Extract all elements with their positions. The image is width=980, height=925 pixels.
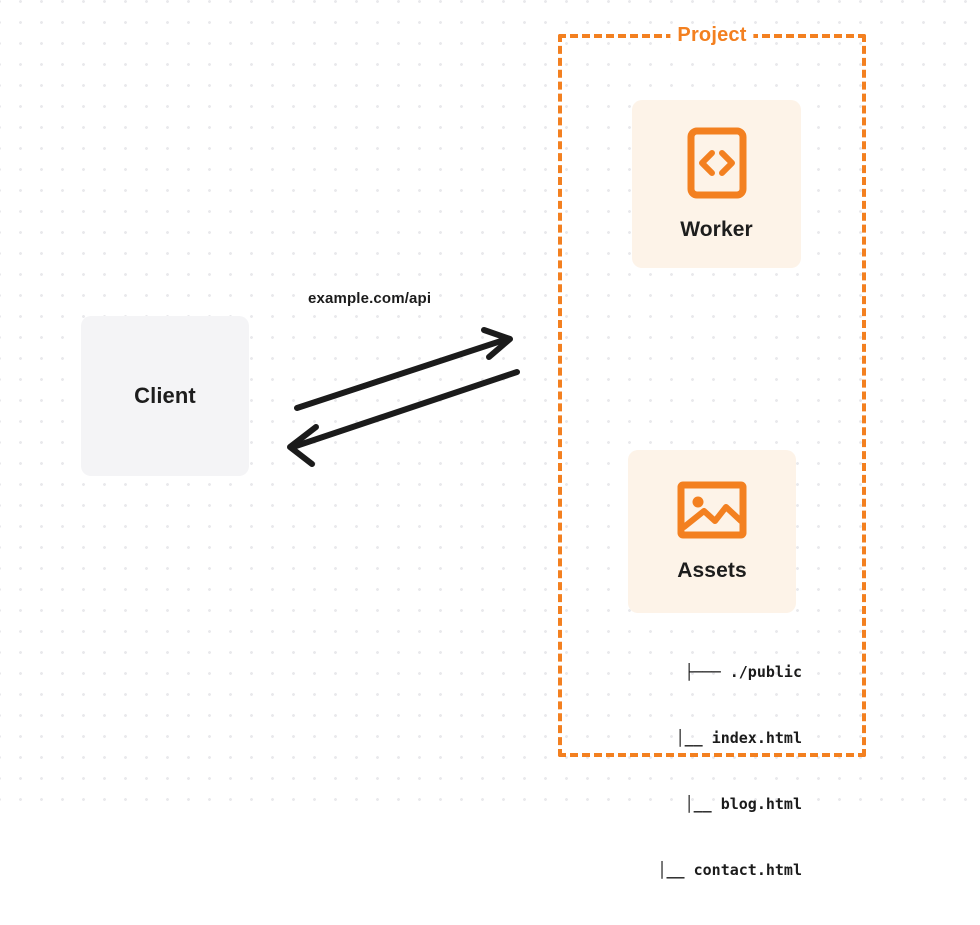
tree-node-name: contact.html [693,861,802,879]
tree-node-name: ./public [729,663,802,681]
tree-branch-glyph: │__ [657,861,685,879]
edge-label-url: example.com/api [308,290,432,307]
worker-label: Worker [680,217,753,241]
request-arrow [294,327,513,411]
file-tree-row-public: ├─── ./public [560,661,802,683]
file-tree-row-contact: │__ contact.html [560,859,803,881]
tree-node-name: index.html [711,729,802,747]
project-group-title: Project [670,24,754,47]
project-group: Project [558,24,866,757]
client-label: Client [134,383,196,408]
response-arrow [287,369,520,467]
diagram-canvas: Client example.com/api Project Worker [0,0,980,879]
image-icon [677,480,747,545]
worker-card[interactable]: Worker [632,100,801,268]
code-brackets-icon [687,127,747,204]
file-tree-row-index: │__ index.html [560,727,802,749]
tree-node-name: blog.html [720,795,802,813]
assets-card[interactable]: Assets [628,450,796,613]
tree-branch-glyph: │__ [684,795,712,813]
tree-branch-glyph: ├─── [684,663,721,681]
file-tree-row-blog: │__ blog.html [560,793,802,815]
tree-branch-glyph: │__ [675,729,703,747]
client-node[interactable]: Client [81,316,249,476]
assets-label: Assets [677,559,747,582]
file-tree: ├─── ./public │__ index.html │__ blog.ht… [560,617,803,925]
